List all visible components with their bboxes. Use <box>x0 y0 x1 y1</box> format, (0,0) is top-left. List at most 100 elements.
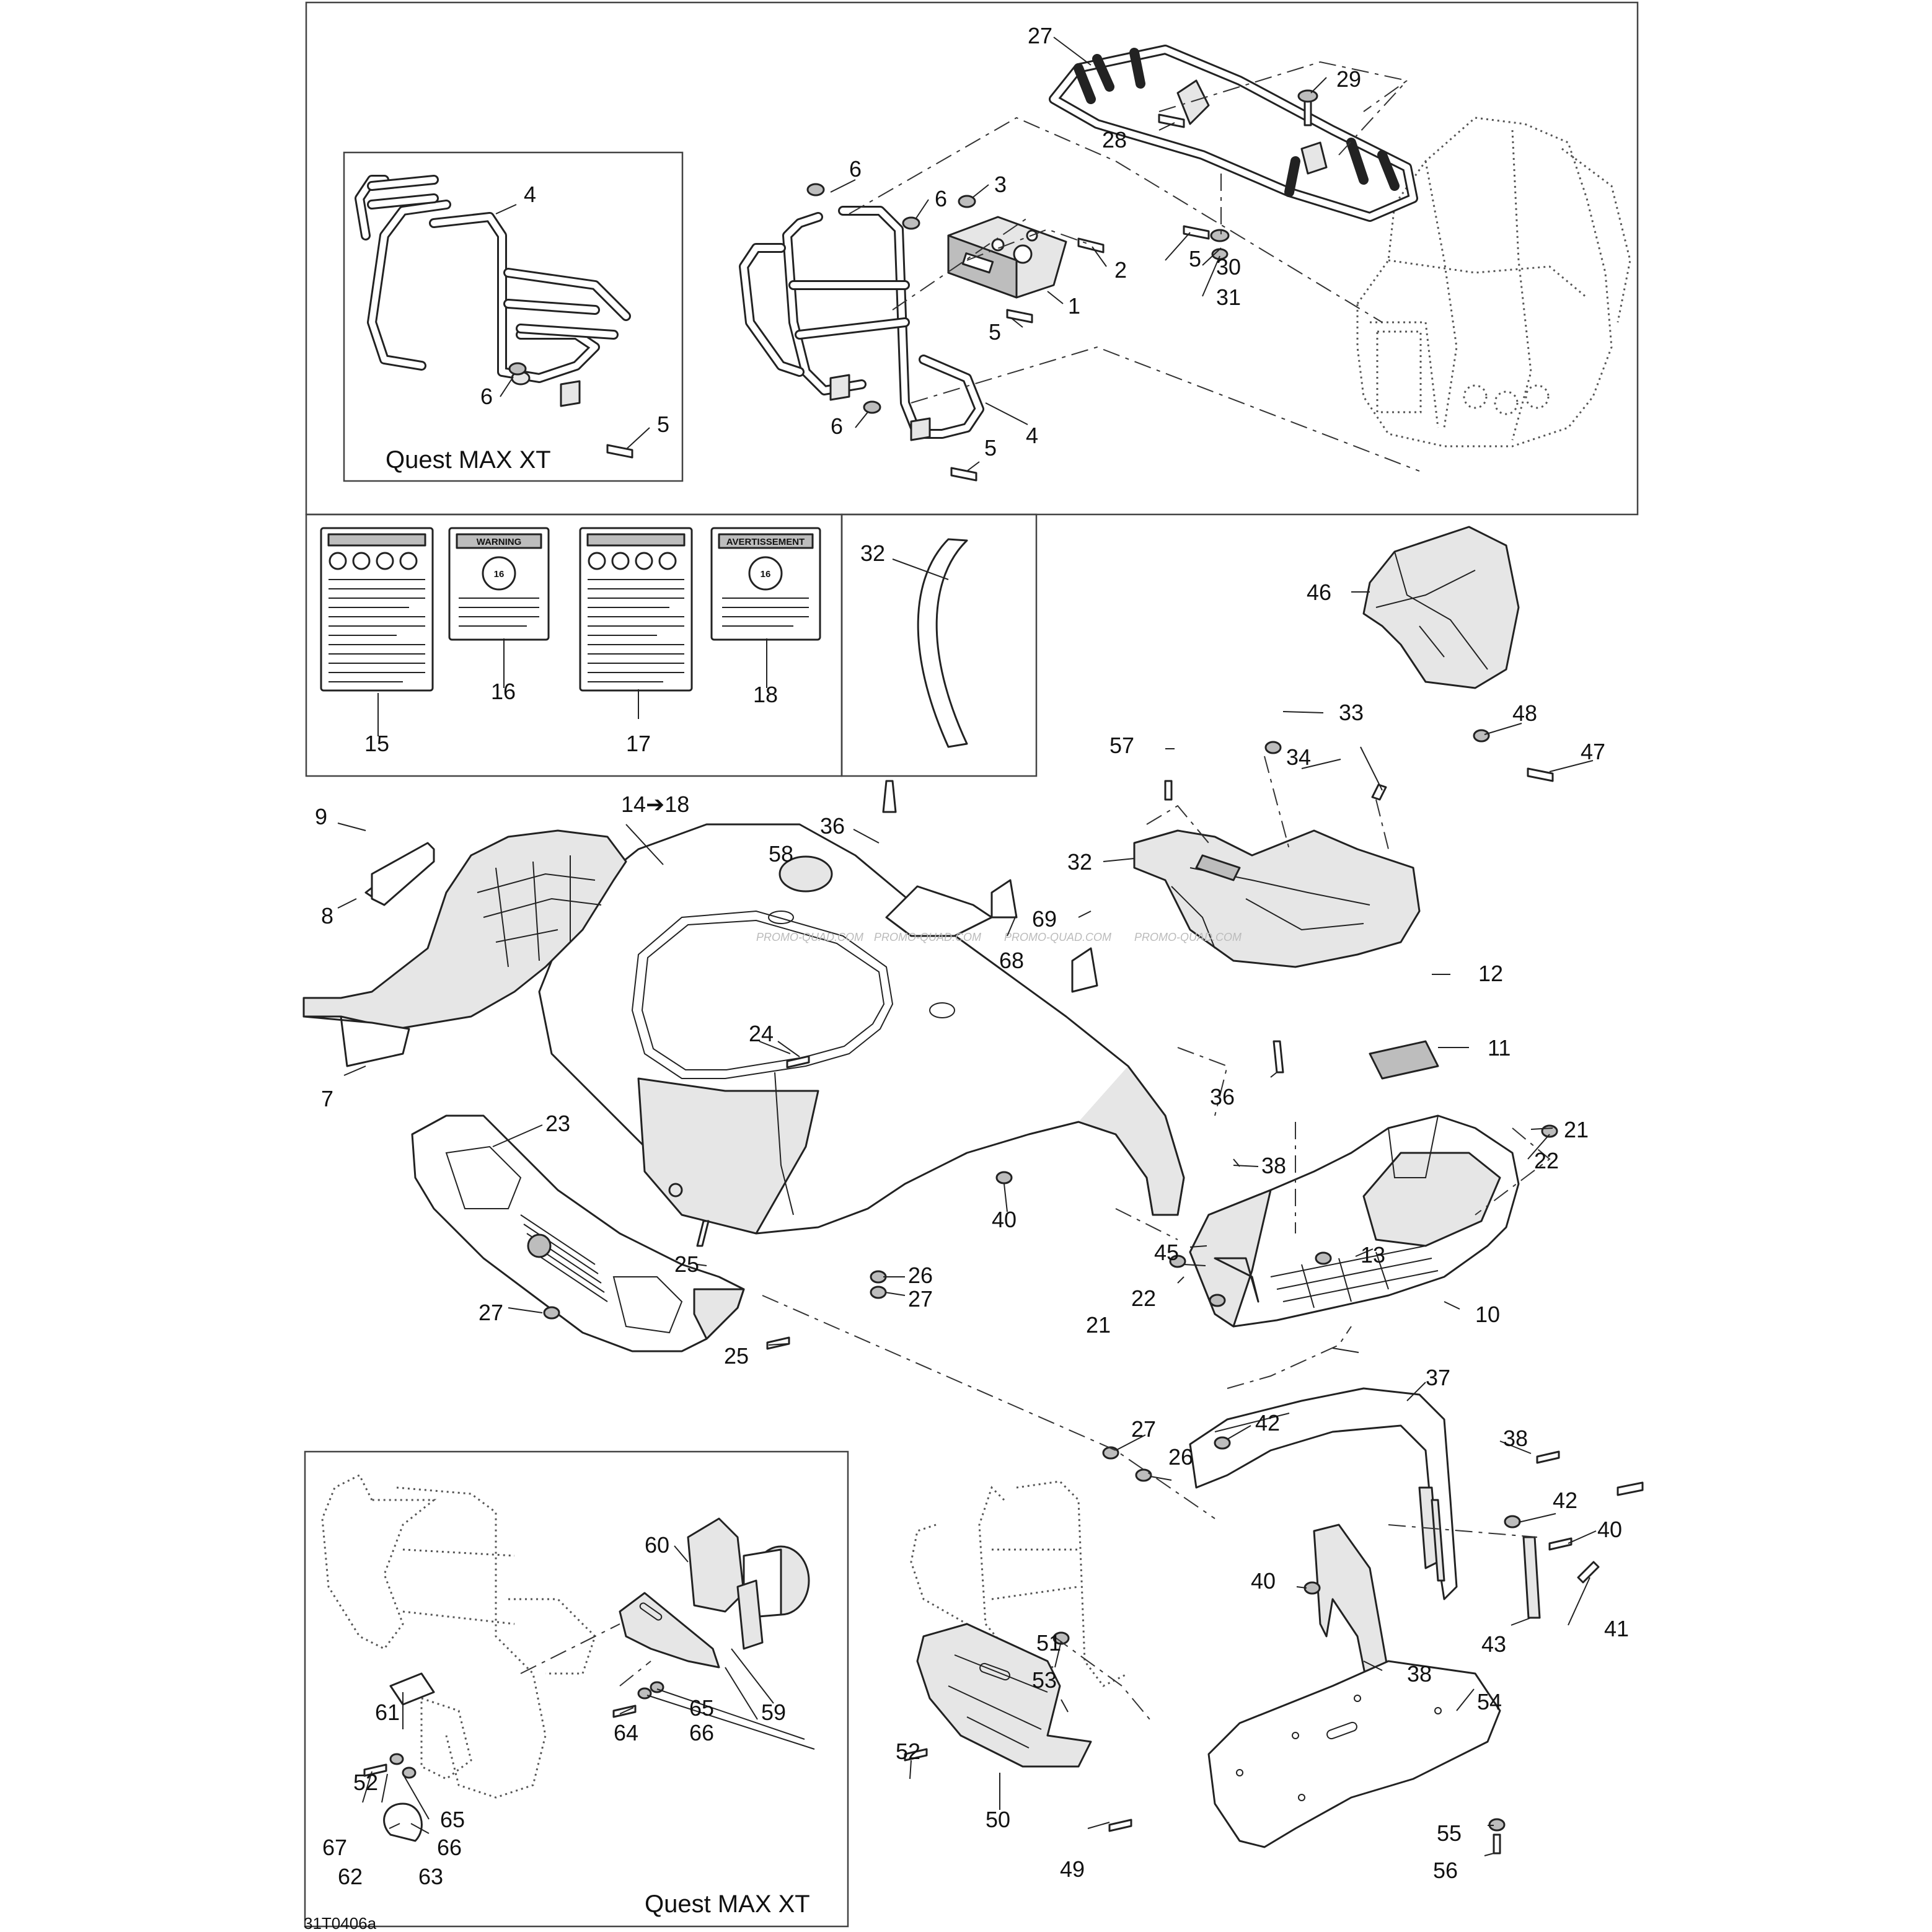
leader-lines <box>337 37 1597 1856</box>
callout-50: 49 <box>1060 1856 1085 1882</box>
callout-33: 32 <box>860 540 885 566</box>
callout-27: 27 <box>1028 23 1052 48</box>
hardware-middle <box>543 729 1644 1855</box>
callout-39-b: 38 <box>1503 1426 1528 1451</box>
front-fender <box>538 823 1185 1235</box>
label-18: AVERTISSEMENT 16 <box>710 527 821 641</box>
callout-18: 18 <box>753 682 778 707</box>
label-15 <box>320 527 434 692</box>
watermarks: PROMO-QUAD.COM PROMO-QUAD.COM PROMO-QUAD… <box>756 931 1242 943</box>
callout-64: 64 <box>614 1720 638 1745</box>
callout-49: 50 <box>986 1807 1010 1832</box>
callout-4-a: 4 <box>1026 423 1038 448</box>
callout-32: 32 <box>1067 849 1092 875</box>
callout-30: 30 <box>1216 254 1241 280</box>
callout-10: 10 <box>1475 1302 1500 1327</box>
callout-47: 47 <box>1581 739 1605 764</box>
callout-48: 48 <box>1512 700 1537 726</box>
callout-28: 28 <box>1102 127 1127 152</box>
callout-65-a: 65 <box>689 1695 714 1721</box>
callout-2: 2 <box>1114 257 1127 283</box>
callout-1: 1 <box>1068 293 1080 319</box>
front-grille <box>411 1114 745 1352</box>
label-18-header: AVERTISSEMENT <box>726 537 805 547</box>
assembly-lines-bottom <box>520 756 1551 1724</box>
callout-6-d: 6 <box>480 384 493 409</box>
callout-6-c: 6 <box>831 413 843 439</box>
callout-26-a: 27 <box>908 1286 933 1312</box>
callout-17: 17 <box>626 731 651 756</box>
callout-7: 7 <box>321 1086 333 1111</box>
callout-57: 57 <box>1109 733 1134 758</box>
diagram-code: 31T0406a <box>304 1914 377 1932</box>
callout-34: 33 <box>1339 700 1364 725</box>
callout-21-b: 22 <box>1131 1286 1156 1311</box>
watermark-3: PROMO-QUAD.COM <box>1004 931 1111 943</box>
watermark-4: PROMO-QUAD.COM <box>1134 931 1242 943</box>
callout-39-a: 38 <box>1261 1153 1286 1178</box>
inset-caption-top: Quest MAX XT <box>386 446 551 474</box>
callout-12: 12 <box>1478 961 1503 986</box>
callout-22: 23 <box>545 1111 570 1136</box>
front-bumper <box>739 206 984 441</box>
callout-31: 31 <box>1216 285 1241 310</box>
callout-44: 43 <box>1481 1631 1506 1657</box>
callout-14-18: 14➔18 <box>621 792 689 817</box>
callout-40-b: 40 <box>1251 1568 1276 1594</box>
callout-59: 59 <box>761 1700 786 1725</box>
callout-16: 16 <box>491 679 516 704</box>
label-17 <box>579 527 693 692</box>
callout-53: 53 <box>1032 1667 1057 1693</box>
part-32 <box>1133 829 1421 968</box>
callout-15: 15 <box>364 731 389 756</box>
callout-20-b: 21 <box>1086 1312 1111 1338</box>
label-16: WARNING 16 <box>448 527 550 641</box>
section-frames <box>304 1 1639 1928</box>
callout-68: 68 <box>999 948 1024 973</box>
frame-part-33 <box>840 513 1038 777</box>
callout-52-b: 52 <box>353 1770 378 1795</box>
label-16-age: 16 <box>494 569 505 580</box>
rear-fender <box>1189 1387 1541 1700</box>
callout-37: 37 <box>1426 1365 1450 1390</box>
front-rack-panel <box>302 829 627 1067</box>
callout-23: 24 <box>749 1021 774 1046</box>
mounting-bracket <box>947 216 1067 299</box>
label-18-age: 16 <box>761 569 771 580</box>
callout-36-b: 36 <box>1210 1084 1235 1109</box>
winch-inset <box>321 1473 810 1842</box>
frame-inset-bottom-left <box>304 1450 849 1928</box>
callout-24-b: 25 <box>724 1343 749 1369</box>
callout-54: 54 <box>1477 1689 1502 1714</box>
callout-66-a: 66 <box>689 1720 714 1745</box>
callout-62: 62 <box>338 1864 363 1889</box>
assembly-lines-top <box>849 61 1420 472</box>
skid-plate <box>1207 1660 1501 1848</box>
callout-69: 69 <box>1032 906 1057 932</box>
callout-60: 60 <box>645 1532 669 1558</box>
frame-chassis <box>1356 117 1631 448</box>
callout-35: 34 <box>1286 744 1311 770</box>
part-33 <box>917 538 968 748</box>
callout-41: 40 <box>1597 1517 1622 1542</box>
callout-5-d: 5 <box>657 412 669 437</box>
callout-6-a: 6 <box>849 156 862 182</box>
callout-66-b: 66 <box>437 1835 462 1860</box>
callout-63: 63 <box>418 1864 443 1889</box>
frame-inset-top-left <box>343 151 684 482</box>
callout-56: 56 <box>1433 1858 1458 1883</box>
callout-38: 38 <box>1407 1661 1432 1687</box>
callout-45: 45 <box>1154 1240 1179 1265</box>
rear-rack <box>1049 45 1418 222</box>
callout-21-a: 22 <box>1534 1148 1559 1173</box>
inset-caption-bottom: Quest MAX XT <box>645 1890 810 1918</box>
callout-40-a: 40 <box>992 1207 1017 1232</box>
callout-26-b: 27 <box>479 1300 503 1325</box>
callout-51: 51 <box>1036 1630 1061 1656</box>
callout-36-a: 36 <box>820 813 845 839</box>
callout-42: 41 <box>1604 1616 1629 1641</box>
callout-11: 11 <box>1488 1035 1511 1061</box>
rear-rack-panel <box>1189 1114 1520 1328</box>
callout-43-a: 42 <box>1255 1410 1280 1436</box>
